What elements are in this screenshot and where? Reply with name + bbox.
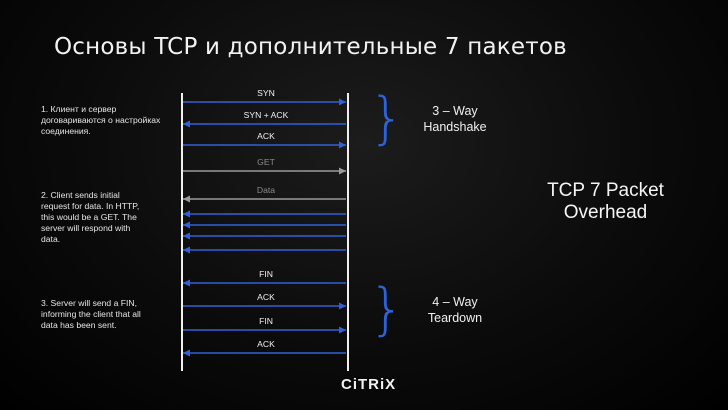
packet-label: Data <box>256 185 276 195</box>
packet-arrow-head <box>183 210 190 218</box>
client-timeline <box>181 93 183 371</box>
packet-arrow-head <box>339 326 346 334</box>
overhead-label: TCP 7 Packet Overhead <box>547 180 664 223</box>
note-data-request: 2. Client sends initial request for data… <box>41 190 140 244</box>
packet-arrow-head <box>183 221 190 229</box>
handshake-brace: } <box>369 86 405 151</box>
packet-label: FIN <box>259 316 273 326</box>
packet-arrow-head <box>183 120 190 128</box>
packet-arrow-head <box>183 232 190 240</box>
packet-arrow-head <box>183 349 190 357</box>
packet-arrow-head <box>183 246 190 254</box>
teardown-label: 4 – Way Teardown <box>427 295 483 325</box>
packet-arrow-head <box>339 98 346 106</box>
packet-arrow-head <box>183 279 190 287</box>
packet-label: SYN <box>257 88 275 98</box>
packet-arrow-head <box>183 195 190 203</box>
packet-label: GET <box>257 157 275 167</box>
server-timeline <box>347 93 349 371</box>
packet-arrow-head <box>339 167 346 175</box>
handshake-label: 3 – Way Handshake <box>423 104 487 134</box>
packet-label: ACK <box>257 292 275 302</box>
packet-arrow-head <box>339 141 346 149</box>
note-handshake: 1. Клиент и сервер договариваются о наст… <box>41 104 161 136</box>
packet-label: FIN <box>259 269 273 279</box>
packet-arrow-head <box>339 302 346 310</box>
packet-label: ACK <box>257 339 275 349</box>
packet-label: ACK <box>257 131 275 141</box>
teardown-brace: } <box>369 277 405 342</box>
note-teardown: 3. Server will send a FIN, informing the… <box>41 298 141 330</box>
slide-title: Основы TCP и дополнительные 7 пакетов <box>54 34 567 60</box>
citrix-logo: CiTRiX <box>341 376 397 393</box>
packet-label: SYN + ACK <box>243 110 289 120</box>
